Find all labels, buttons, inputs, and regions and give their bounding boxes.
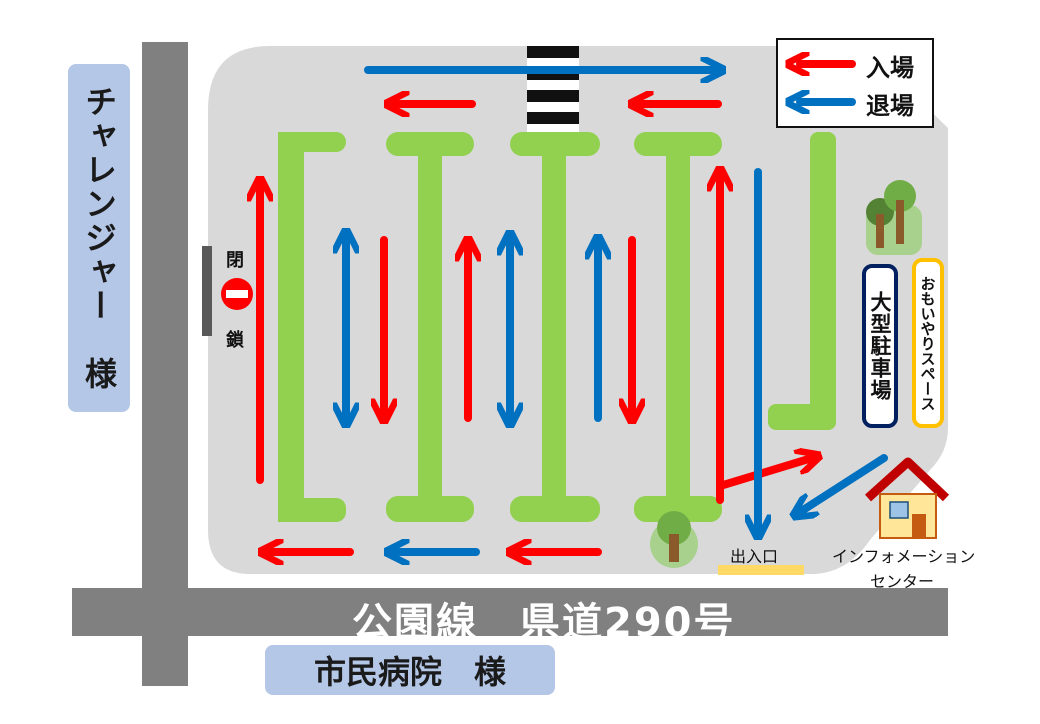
omoiyari-space-text: おもいやりスペース [918, 275, 937, 411]
parking-islands [278, 132, 836, 522]
legend-exit-label: 退場 [866, 92, 914, 120]
tree-icon [866, 180, 922, 255]
entrance-text: 出入口 [730, 547, 779, 566]
large-parking-text: 大型駐車場 [868, 291, 892, 401]
crosswalk [527, 46, 579, 132]
large-parking-label: 大型駐車場 [862, 264, 898, 428]
info-center-text-line1: インフォメーション [832, 547, 976, 566]
bottom-side-label: 市民病院 様 [265, 645, 555, 695]
road-name: 公園線 県道290号 [352, 600, 736, 646]
closed-text-bottom: 鎖 [226, 330, 244, 351]
entry-arrows [260, 104, 812, 552]
house-icon [864, 457, 950, 539]
left-side-label: チャレンジャー 様 [68, 64, 130, 412]
legend-swatches [778, 40, 856, 126]
left-side-text: チャレンジャー 様 [80, 85, 118, 391]
exit-arrows [346, 70, 888, 552]
bottom-side-text: 市民病院 様 [313, 653, 506, 691]
info-center-text-line2: センター [870, 572, 935, 591]
omoiyari-space-label: おもいやりスペース [912, 258, 944, 428]
legend-enter-label: 入場 [866, 54, 914, 82]
vertical-road [142, 42, 188, 686]
parking-lot [208, 46, 948, 574]
tree-icon [650, 511, 698, 568]
no-entry-icon [221, 278, 253, 310]
closed-barrier [202, 246, 212, 336]
horizontal-road [72, 588, 948, 636]
closed-text-top: 閉 [226, 250, 244, 271]
entrance-bar [718, 565, 804, 575]
legend: 入場 退場 [776, 38, 934, 128]
